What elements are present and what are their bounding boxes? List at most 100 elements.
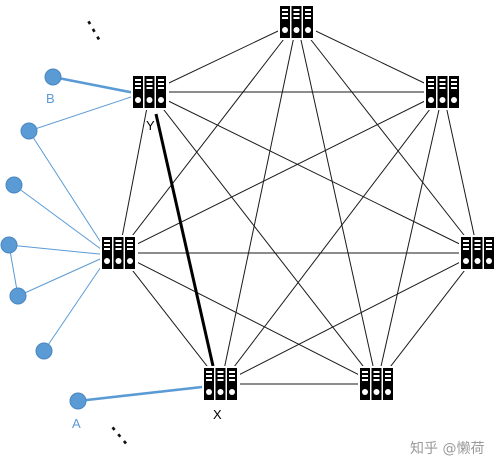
server-tower xyxy=(303,6,313,38)
mesh-edge-top-right xyxy=(296,21,479,254)
server-tower xyxy=(280,6,290,38)
server-tower xyxy=(371,368,382,400)
highlight-edge-line xyxy=(154,113,215,367)
server-slot xyxy=(282,9,288,11)
server-tower xyxy=(449,76,459,108)
server-slot xyxy=(474,248,481,250)
server-tower xyxy=(215,368,226,400)
server-slot xyxy=(115,240,122,242)
label-Y: Y xyxy=(146,118,155,133)
server-disk xyxy=(282,27,288,33)
server-slot xyxy=(229,371,235,373)
server-slot xyxy=(385,371,391,373)
server-rack-icon-top xyxy=(278,4,316,40)
client-edge-A xyxy=(77,384,212,403)
server-slot xyxy=(158,83,164,85)
server-rack-icon-left xyxy=(100,235,138,271)
mesh-edge-Y-right xyxy=(149,91,479,254)
server-slot xyxy=(463,240,469,242)
server-tower xyxy=(102,237,112,269)
server-slot xyxy=(385,375,391,377)
mesh-edge-top-right-top xyxy=(296,21,444,93)
server-slot xyxy=(104,240,110,242)
server-disk xyxy=(104,258,110,264)
client-edge-c3 xyxy=(13,184,110,256)
server-tower xyxy=(484,237,494,269)
client-edge-c5 xyxy=(17,254,110,297)
server-slot xyxy=(127,248,133,250)
server-tower xyxy=(383,368,393,400)
server-slot xyxy=(439,83,446,85)
server-tower xyxy=(156,76,166,108)
server-tower xyxy=(133,76,143,108)
server-slot xyxy=(229,375,235,377)
server-disk xyxy=(135,97,141,103)
server-slot xyxy=(158,87,164,89)
server-rack-icon-X xyxy=(202,366,240,402)
server-slot xyxy=(104,244,110,246)
mesh-edge-left-bottom xyxy=(118,252,378,385)
mesh-edge-right-top-bottom xyxy=(376,91,444,385)
label-X: X xyxy=(213,407,222,422)
server-disk xyxy=(362,389,368,395)
mesh-edge-top-X xyxy=(220,21,298,385)
server-slot xyxy=(135,87,141,89)
server-disk xyxy=(127,258,133,264)
server-tower xyxy=(227,368,237,400)
client-node-icon-c5 xyxy=(9,287,27,305)
server-slot xyxy=(104,248,110,250)
client-edge-c4-c5 xyxy=(8,244,19,297)
server-slot xyxy=(293,13,300,15)
server-disk xyxy=(439,97,446,103)
server-slot xyxy=(486,240,492,242)
server-disk xyxy=(206,389,212,395)
server-slot xyxy=(463,244,469,246)
server-slot xyxy=(486,248,492,250)
server-slot xyxy=(486,244,492,246)
server-disk xyxy=(217,389,224,395)
server-disk xyxy=(463,258,469,264)
server-tower xyxy=(204,368,214,400)
server-slot xyxy=(293,17,300,19)
server-slot xyxy=(305,13,311,15)
mesh-edge-right-X xyxy=(220,252,479,385)
client-edge-c2 xyxy=(28,93,141,132)
client-node-icon-c6 xyxy=(35,342,53,360)
server-slot xyxy=(439,87,446,89)
client-node-icon-c3 xyxy=(5,176,23,194)
server-slot xyxy=(305,17,311,19)
server-slot xyxy=(146,87,153,89)
mesh-edge-Y-bottom xyxy=(149,91,378,385)
server-slot xyxy=(474,240,481,242)
mesh-edge-top-left xyxy=(118,21,298,254)
client-node-icon-A xyxy=(69,392,87,410)
server-slot xyxy=(146,83,153,85)
client-edges xyxy=(8,75,212,403)
mesh-edge-top-Y xyxy=(149,21,298,93)
highlight-edge-y-x xyxy=(154,113,215,367)
client-nodes xyxy=(0,68,87,410)
server-slot xyxy=(127,244,133,246)
server-slot xyxy=(282,13,288,15)
server-tower xyxy=(437,76,448,108)
mesh-edges xyxy=(118,21,479,385)
server-slot xyxy=(115,244,122,246)
server-slot xyxy=(127,240,133,242)
mesh-edge-Y-left xyxy=(118,91,151,254)
client-edge-B xyxy=(52,75,141,96)
server-slot xyxy=(428,87,434,89)
client-node-icon-B xyxy=(44,68,62,86)
server-disk xyxy=(373,389,380,395)
mesh-edge-right-top-left xyxy=(118,91,444,254)
server-disk xyxy=(385,389,391,395)
server-slot xyxy=(217,375,224,377)
server-tower xyxy=(125,237,135,269)
server-slot xyxy=(135,83,141,85)
server-slot xyxy=(463,248,469,250)
server-slot xyxy=(115,248,122,250)
client-edge-c2 xyxy=(28,130,110,256)
server-tower xyxy=(113,237,124,269)
server-slot xyxy=(206,375,212,377)
ellipsis-bottom: ⋮ xyxy=(100,416,139,456)
server-slot xyxy=(146,79,153,81)
